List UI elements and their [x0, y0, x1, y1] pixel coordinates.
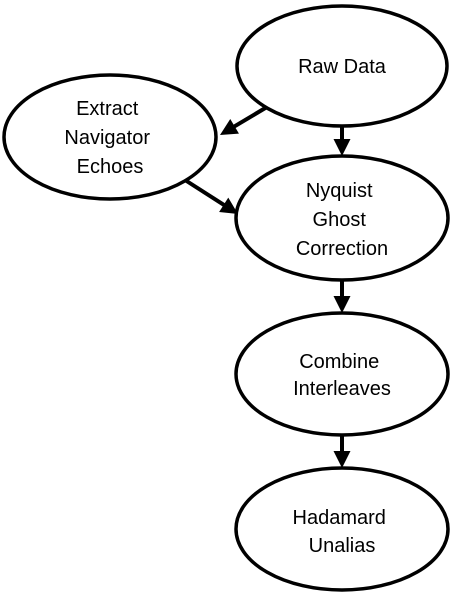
node-extract-navigator-echoes: Extract Navigator Echoes: [2, 73, 218, 201]
edge-raw-data-to-extract-navigator-echoes: [220, 105, 269, 135]
svg-text:Raw Data: Raw Data: [298, 56, 387, 78]
node-extract-navigator-echoes-line-3: Echoes: [77, 156, 144, 178]
arrowhead-icon: [333, 296, 351, 313]
node-combine-interleaves-line-1: Combine: [299, 351, 379, 373]
svg-text:Nyquist Ghost Corr: Nyquist Ghost Correction: [296, 180, 388, 260]
node-hadamard-unalias-line-2: Unalias: [309, 535, 376, 557]
edge-line: [232, 105, 269, 129]
node-nyquist-ghost-correction-line-1: Nyquist: [306, 180, 373, 202]
node-hadamard-unalias: Hadamard Unalias: [234, 466, 450, 592]
svg-text:Extract Navigator: Extract Navigator Echoes: [64, 98, 155, 178]
node-hadamard-unalias-shape: [234, 466, 450, 592]
arrowhead-icon: [333, 451, 351, 468]
node-raw-data: Raw Data: [235, 4, 449, 128]
edge-extract-navigator-echoes-to-nyquist-ghost-correction: [183, 178, 238, 214]
arrowhead-icon: [219, 197, 238, 214]
node-nyquist-ghost-correction-line-2: Ghost: [313, 209, 367, 231]
node-hadamard-unalias-line-1: Hadamard: [293, 507, 386, 529]
arrowhead-icon: [333, 139, 351, 156]
edge-nyquist-ghost-correction-to-combine-interleaves: [333, 280, 351, 313]
node-nyquist-ghost-correction-line-3: Correction: [296, 238, 388, 260]
node-combine-interleaves-shape: [234, 311, 450, 437]
edge-line: [183, 178, 226, 208]
node-raw-data-line-1: Raw Data: [298, 56, 387, 78]
node-raw-data-shape: [235, 4, 449, 128]
arrowhead-icon: [220, 118, 239, 135]
node-extract-navigator-echoes-shape: [2, 73, 218, 201]
edge-combine-interleaves-to-hadamard-unalias: [333, 435, 351, 468]
node-combine-interleaves-line-2: Interleaves: [293, 378, 391, 400]
node-nyquist-ghost-correction: Nyquist Ghost Correction: [234, 154, 450, 282]
svg-text:Hadamard Unalias: Hadamard Unalias: [293, 507, 392, 557]
node-extract-navigator-echoes-line-2: Navigator: [64, 127, 150, 149]
node-extract-navigator-echoes-line-1: Extract: [76, 98, 139, 120]
node-nyquist-ghost-correction-shape: [234, 154, 450, 282]
node-combine-interleaves: Combine Interleaves: [234, 311, 450, 437]
svg-text:Combine Interleaves: Combine Interleaves: [293, 351, 391, 400]
